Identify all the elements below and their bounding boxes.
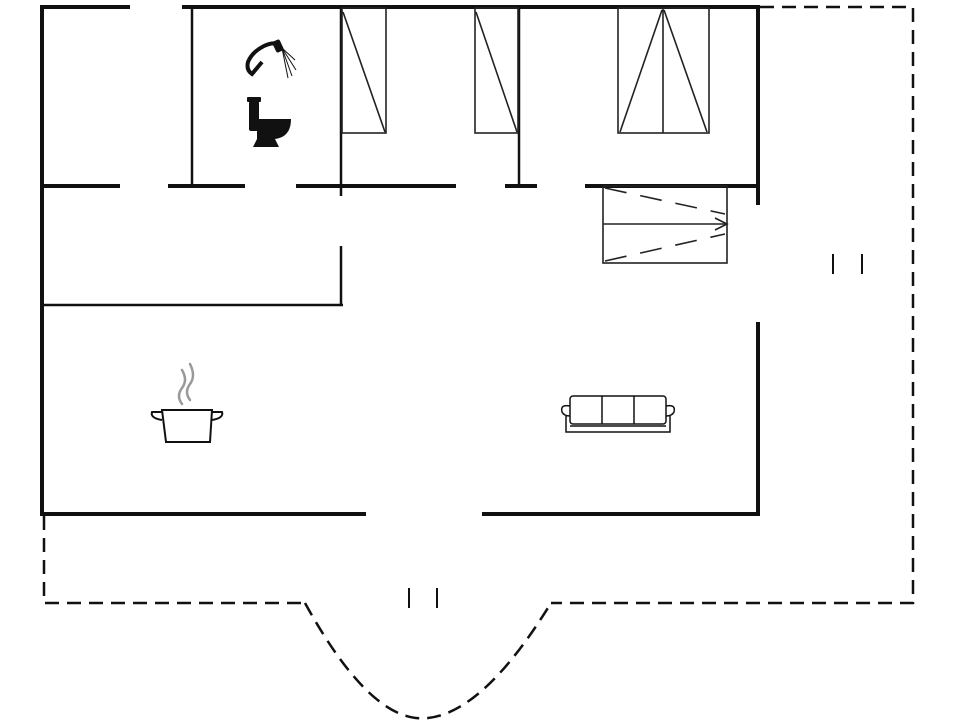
step-marker-bottom (408, 588, 438, 608)
interior-walls (42, 7, 758, 307)
bed-1 (341, 7, 387, 134)
staircase (602, 185, 729, 264)
cooking-pot-icon (150, 362, 224, 443)
bed-3-cover-left (619, 9, 663, 133)
bed-2-cover (475, 11, 518, 133)
step-marker-right (832, 254, 863, 274)
toilet-icon (247, 97, 291, 147)
staircase-arrow (714, 217, 729, 231)
bed-2 (474, 7, 519, 134)
terrace-bottom-left (42, 516, 305, 605)
outer-walls (40, 5, 760, 516)
bed-3 (617, 7, 710, 134)
bed-1-frame (341, 7, 387, 134)
shower-icon (245, 39, 297, 79)
bed-2-frame (474, 7, 519, 134)
terrace-right (551, 5, 915, 605)
steam-1 (177, 368, 187, 406)
sofa-icon (560, 395, 676, 433)
bed-1-cover (342, 11, 386, 133)
terrace-bay (303, 602, 553, 720)
steam-2 (185, 362, 195, 402)
staircase-run-down (604, 233, 726, 262)
bed-3-cover-right (663, 9, 708, 133)
staircase-run-up (604, 187, 726, 215)
terrace-outline (42, 5, 915, 720)
